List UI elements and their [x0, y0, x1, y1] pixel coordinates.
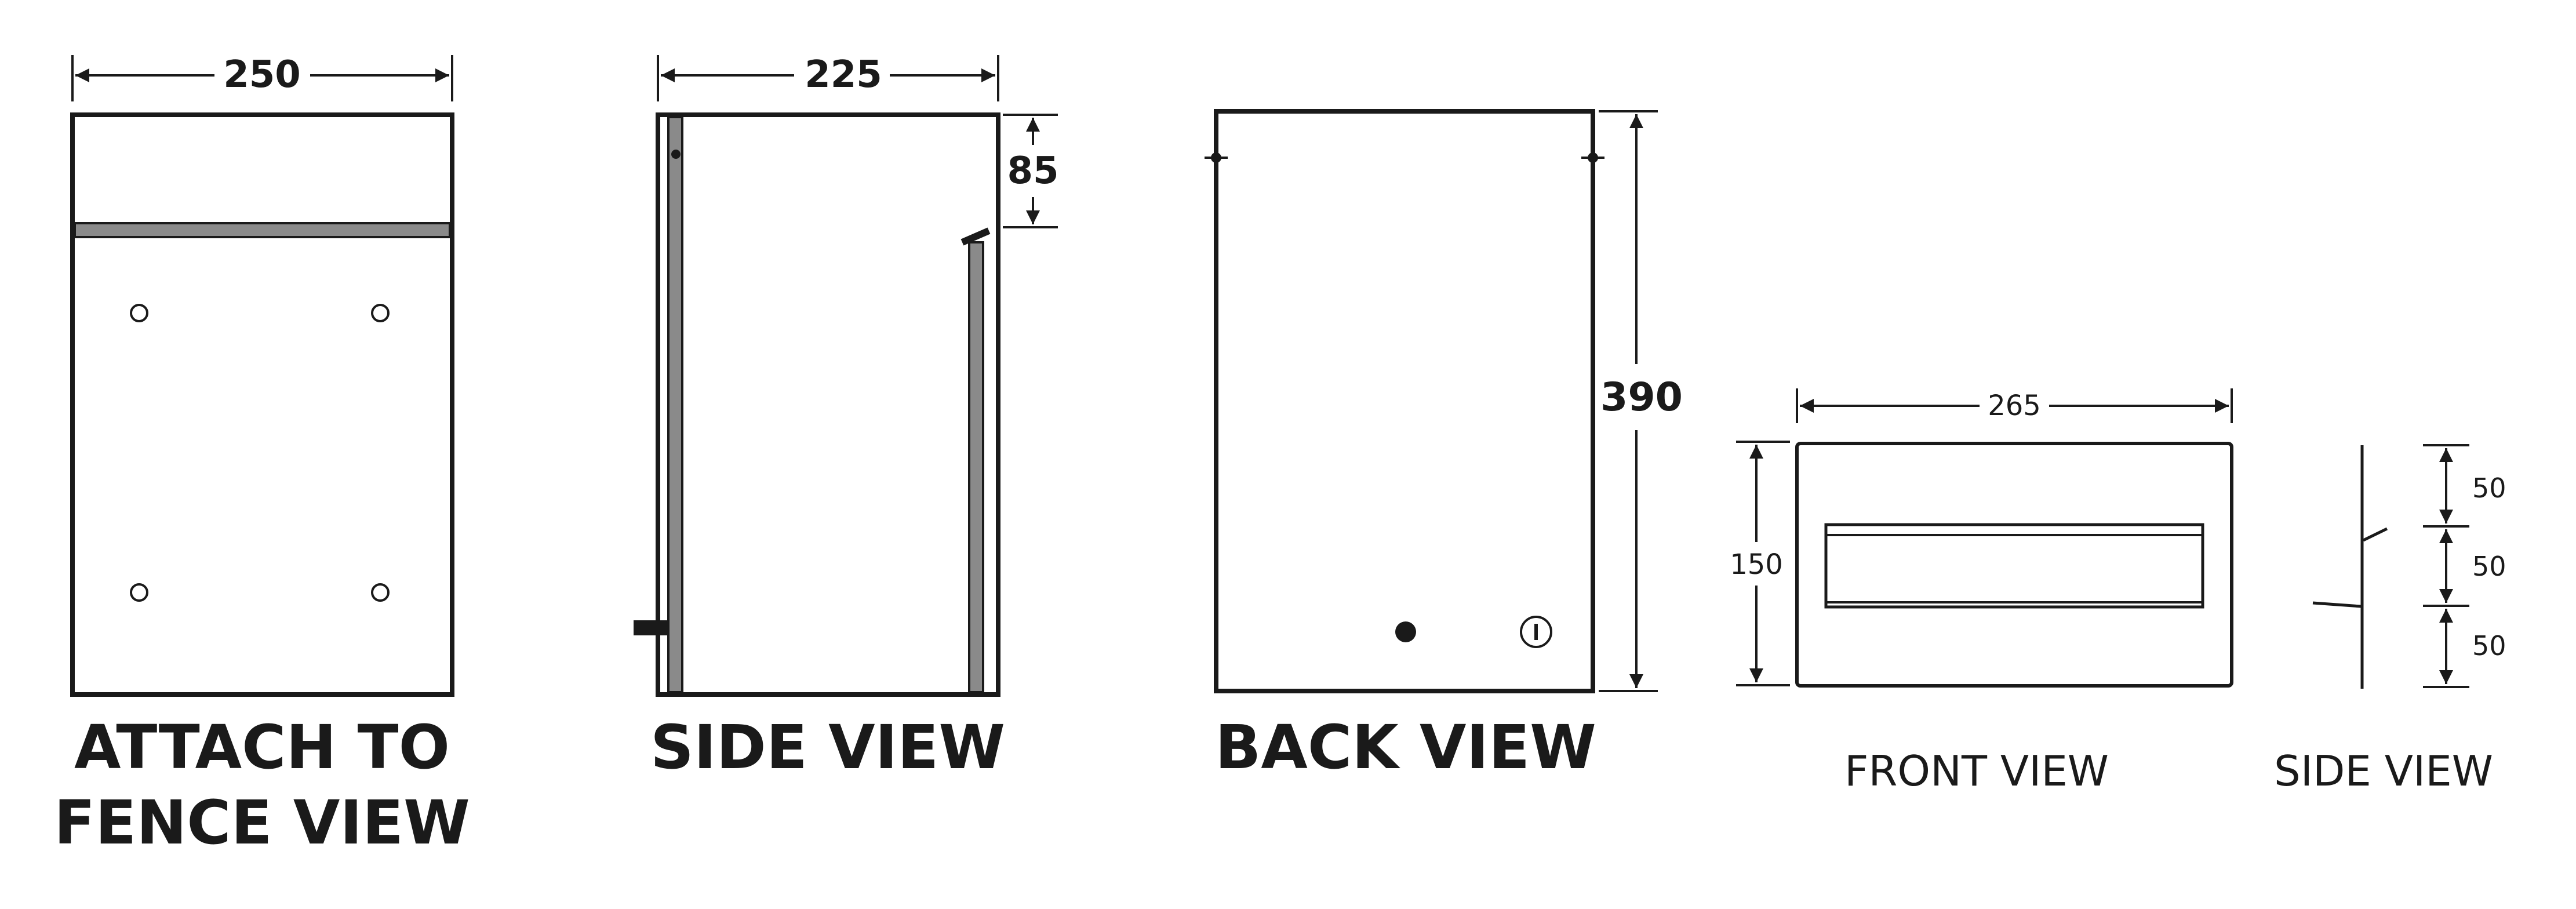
width-dimension-label: 250	[223, 53, 301, 96]
dimension-label-1: 50	[2472, 472, 2506, 504]
mailbox-back-outline	[1214, 109, 1595, 693]
mounting-hole	[130, 304, 148, 322]
slot-dimension-label: 85	[1007, 150, 1058, 192]
back-panel	[667, 116, 683, 693]
dimension-label-2: 50	[2472, 551, 2506, 582]
width-dimension-label: 225	[805, 53, 882, 96]
caption-back-view: BACK VIEW	[1215, 712, 1596, 783]
latch-tab	[634, 620, 670, 635]
knob	[1395, 621, 1416, 642]
front-panel	[968, 241, 984, 693]
dimension-label-3: 50	[2472, 630, 2506, 661]
caption-side-view: SIDE VIEW	[650, 712, 1005, 783]
hinge-pin	[671, 150, 681, 159]
top-band	[74, 222, 451, 238]
height-dimension-label: 390	[1600, 374, 1683, 420]
height-dimension-label: 150	[1730, 548, 1783, 581]
mounting-hole	[371, 583, 390, 602]
front-view: 265 150 FRONT VIEW	[1730, 388, 2233, 795]
mounting-hole	[371, 304, 390, 322]
attach-to-fence-view: 250 ATTACH TO FENCE VIEW	[54, 53, 470, 858]
mounting-hole	[130, 583, 148, 602]
side-view-small: 50 50 50 SIDE VIEW	[2274, 444, 2506, 795]
slot-flap-bottom	[2312, 601, 2362, 608]
screw-right-head	[1588, 152, 1598, 163]
side-view: 225 85 SIDE VIEW	[634, 53, 1059, 783]
lock-icon	[1520, 616, 1552, 648]
back-view: 390 BACK VIEW	[1205, 109, 1683, 783]
caption-front-view: FRONT VIEW	[1844, 747, 2109, 795]
mail-slot	[1824, 523, 2204, 609]
width-dimension-label: 265	[1988, 390, 2041, 422]
screw-left-head	[1211, 152, 1221, 163]
caption-attach-to-fence-line2: FENCE VIEW	[54, 787, 470, 858]
caption-side-view-small: SIDE VIEW	[2274, 747, 2493, 795]
slot-flap-top	[2362, 527, 2388, 542]
mailbox-outline	[70, 112, 454, 697]
mailbox-side-outline	[656, 112, 1000, 697]
slot-flap	[960, 227, 991, 246]
caption-attach-to-fence-line1: ATTACH TO	[74, 712, 450, 783]
front-outline	[1795, 442, 2233, 688]
